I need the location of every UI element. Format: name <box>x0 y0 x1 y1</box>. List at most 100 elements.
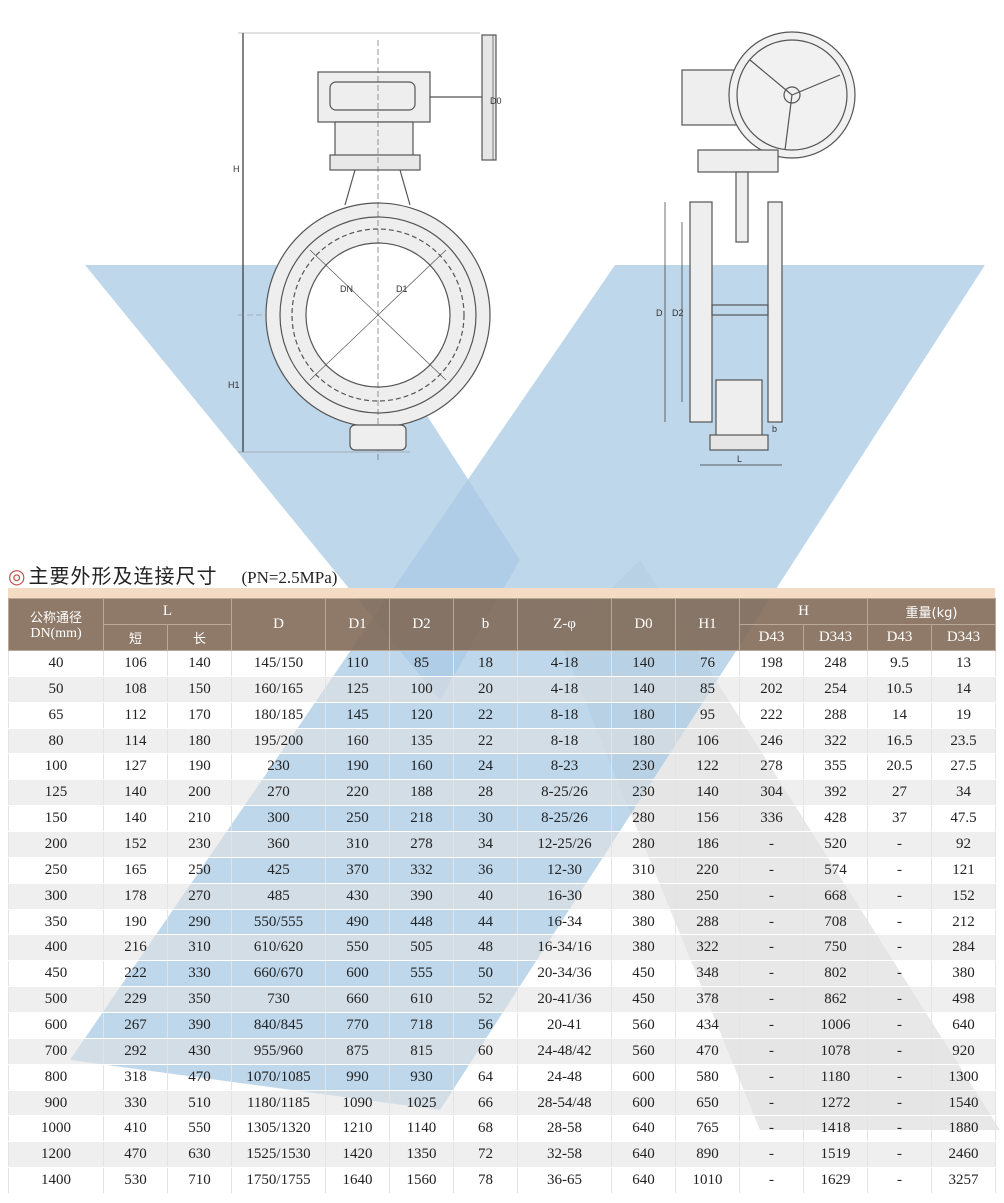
label-H: H <box>233 164 240 174</box>
table-cell: 1180 <box>803 1064 869 1091</box>
table-cell: 350 <box>166 986 233 1014</box>
header-H: H <box>739 598 869 625</box>
table-cell: 322 <box>803 728 869 755</box>
header-L: L <box>102 598 233 625</box>
table-cell: 1519 <box>803 1141 869 1169</box>
table-cell: 20 <box>453 676 519 703</box>
table-cell: 8-25/26 <box>517 805 613 833</box>
table-cell: 198 <box>739 650 805 677</box>
table-cell: 392 <box>803 779 869 807</box>
table-cell: 37 <box>867 805 933 833</box>
table-cell: 34 <box>453 831 519 858</box>
header-H-D43: D43 <box>739 624 805 651</box>
header-b: b <box>453 598 519 651</box>
table-cell: 765 <box>675 1115 741 1143</box>
table-cell: 875 <box>325 1038 391 1065</box>
table-cell: 1540 <box>931 1090 997 1117</box>
table-cell: - <box>867 1167 933 1195</box>
table-cell: 322 <box>675 934 741 962</box>
table-cell: 212 <box>931 909 997 936</box>
pressure-rating: (PN=2.5MPa) <box>241 568 338 587</box>
header-D2: D2 <box>389 598 455 651</box>
table-cell: 560 <box>611 1012 677 1039</box>
header-H1: H1 <box>675 598 741 651</box>
header-dn-unit: DN(mm) <box>30 626 82 641</box>
table-cell: 574 <box>803 857 869 884</box>
table-cell: 145/150 <box>231 650 327 677</box>
table-cell: 430 <box>166 1038 233 1065</box>
table-cell: 28-54/48 <box>517 1090 613 1117</box>
table-cell: 668 <box>803 883 869 910</box>
table-cell: 450 <box>8 960 104 988</box>
table-cell: 428 <box>803 805 869 833</box>
table-cell: 145 <box>325 702 391 729</box>
table-cell: 12-30 <box>517 857 613 884</box>
table-cell: 24 <box>453 753 519 781</box>
table-cell: 708 <box>803 909 869 936</box>
table-cell: 120 <box>389 702 455 729</box>
table-cell: 1629 <box>803 1167 869 1195</box>
table-cell: - <box>739 934 805 962</box>
table-cell: - <box>867 883 933 910</box>
table-cell: 50 <box>453 960 519 988</box>
table-cell: 250 <box>325 805 391 833</box>
table-cell: 710 <box>166 1167 233 1195</box>
table-cell: 186 <box>675 831 741 858</box>
table-cell: - <box>739 883 805 910</box>
table-cell: 156 <box>675 805 741 833</box>
header-D0: D0 <box>611 598 677 651</box>
table-cell: 355 <box>803 753 869 781</box>
label-D1: D1 <box>396 284 408 294</box>
table-cell: 1078 <box>803 1038 869 1065</box>
table-cell: 530 <box>103 1167 168 1195</box>
table-cell: 1272 <box>803 1090 869 1117</box>
table-cell: 18 <box>453 650 519 677</box>
table-cell: 85 <box>675 676 741 703</box>
table-cell: 2460 <box>931 1141 997 1169</box>
table-cell: 600 <box>611 1064 677 1091</box>
table-cell: 1525/1530 <box>231 1141 327 1169</box>
table-cell: 900 <box>8 1090 104 1117</box>
table-cell: - <box>739 831 805 858</box>
header-H-D343: D343 <box>803 624 869 651</box>
table-cell: - <box>739 1012 805 1039</box>
table-cell: 12-25/26 <box>517 831 613 858</box>
table-cell: 955/960 <box>231 1038 327 1065</box>
table-cell: 930 <box>389 1064 455 1091</box>
table-cell: 1880 <box>931 1115 997 1143</box>
table-cell: 125 <box>325 676 391 703</box>
table-cell: 195/200 <box>231 728 327 755</box>
table-cell: - <box>867 960 933 988</box>
table-cell: 222 <box>103 960 168 988</box>
table-cell: 1180/1185 <box>231 1090 327 1117</box>
table-cell: 50 <box>8 676 104 703</box>
table-cell: 270 <box>166 883 233 910</box>
front-view: H H1 DN D1 D0 <box>228 32 502 460</box>
table-cell: 470 <box>675 1038 741 1065</box>
table-cell: 246 <box>739 728 805 755</box>
table-cell: 210 <box>166 805 233 833</box>
table-cell: 310 <box>325 831 391 858</box>
table-cell: 140 <box>611 676 677 703</box>
table-cell: 470 <box>166 1064 233 1091</box>
table-cell: 40 <box>8 650 104 677</box>
table-cell: 1418 <box>803 1115 869 1143</box>
side-view: D D2 b L <box>656 31 856 466</box>
table-cell: 510 <box>166 1090 233 1117</box>
table-cell: 290 <box>166 909 233 936</box>
table-cell: - <box>739 1141 805 1169</box>
table-cell: 4-18 <box>517 650 613 677</box>
table-cell: - <box>739 1038 805 1065</box>
table-cell: 1200 <box>8 1141 104 1169</box>
table-cell: 200 <box>166 779 233 807</box>
table-cell: - <box>867 934 933 962</box>
table-cell: 450 <box>611 960 677 988</box>
table-cell: 400 <box>8 934 104 962</box>
table-cell: 150 <box>166 676 233 703</box>
